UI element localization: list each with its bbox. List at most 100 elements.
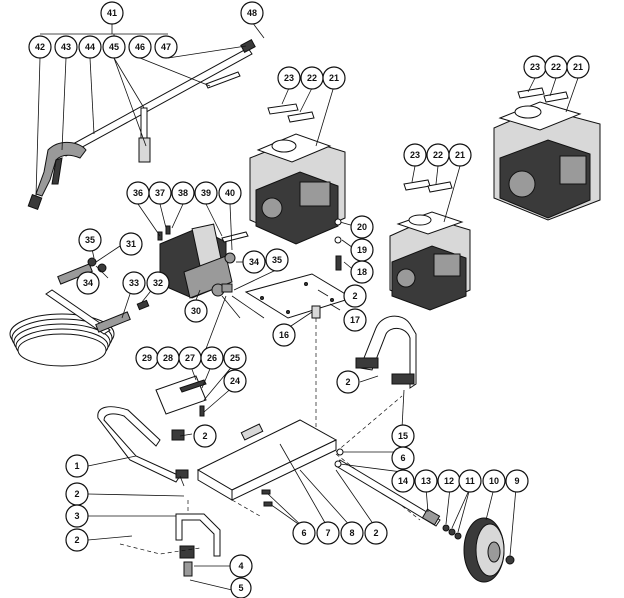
callout-34-a: 34 bbox=[242, 250, 266, 274]
callout-24: 24 bbox=[223, 369, 247, 393]
callout-42: 42 bbox=[28, 35, 52, 59]
callout-39: 39 bbox=[194, 181, 218, 205]
callout-13: 13 bbox=[414, 469, 438, 493]
svg-text:3: 3 bbox=[74, 511, 79, 521]
svg-text:29: 29 bbox=[142, 353, 152, 363]
svg-text:34: 34 bbox=[249, 257, 259, 267]
svg-text:30: 30 bbox=[191, 306, 201, 316]
callout-35-a: 35 bbox=[78, 228, 102, 252]
callout-23-right: 23 bbox=[523, 55, 547, 79]
callout-35-b: 35 bbox=[265, 248, 289, 272]
rear-handle bbox=[355, 315, 417, 389]
callout-37: 37 bbox=[148, 181, 172, 205]
svg-text:45: 45 bbox=[109, 42, 119, 52]
pump-assembly bbox=[157, 223, 249, 299]
svg-text:48: 48 bbox=[247, 8, 257, 18]
callout-11: 11 bbox=[458, 469, 482, 493]
svg-text:1: 1 bbox=[74, 461, 79, 471]
svg-text:18: 18 bbox=[357, 267, 367, 277]
svg-text:31: 31 bbox=[126, 239, 136, 249]
svg-text:5: 5 bbox=[238, 583, 243, 593]
svg-text:2: 2 bbox=[352, 291, 357, 301]
callout-23-main: 23 bbox=[277, 66, 301, 90]
callout-44: 44 bbox=[78, 35, 102, 59]
svg-text:35: 35 bbox=[85, 235, 95, 245]
svg-text:21: 21 bbox=[573, 62, 583, 72]
svg-text:2: 2 bbox=[373, 528, 378, 538]
callout-2-bracket-b: 2 bbox=[65, 528, 89, 552]
callout-28: 28 bbox=[156, 346, 180, 370]
svg-text:21: 21 bbox=[455, 150, 465, 160]
callout-2-bracket-a: 2 bbox=[65, 482, 89, 506]
svg-text:9: 9 bbox=[514, 476, 519, 486]
callout-27: 27 bbox=[178, 346, 202, 370]
spray-wand-assembly bbox=[27, 24, 256, 210]
svg-text:13: 13 bbox=[421, 476, 431, 486]
callout-17: 17 bbox=[343, 308, 367, 332]
callout-6-right: 6 bbox=[391, 446, 415, 470]
svg-text:47: 47 bbox=[161, 42, 171, 52]
callout-1: 1 bbox=[65, 454, 89, 478]
high-pressure-hose bbox=[9, 257, 150, 367]
callout-5: 5 bbox=[230, 577, 252, 598]
svg-text:22: 22 bbox=[551, 62, 561, 72]
callout-43: 43 bbox=[54, 35, 78, 59]
callout-48: 48 bbox=[240, 1, 264, 25]
svg-text:17: 17 bbox=[350, 315, 360, 325]
svg-text:20: 20 bbox=[357, 222, 367, 232]
svg-text:32: 32 bbox=[153, 278, 163, 288]
hose-clip bbox=[155, 375, 207, 417]
svg-text:37: 37 bbox=[155, 188, 165, 198]
frame-base bbox=[196, 419, 338, 501]
callout-46: 46 bbox=[128, 35, 152, 59]
callout-22-mid: 22 bbox=[426, 143, 450, 167]
svg-text:4: 4 bbox=[238, 561, 243, 571]
callout-41: 41 bbox=[100, 1, 124, 25]
svg-text:33: 33 bbox=[129, 278, 139, 288]
callout-22-right: 22 bbox=[544, 55, 568, 79]
callout-3: 3 bbox=[65, 504, 89, 528]
svg-text:28: 28 bbox=[163, 353, 173, 363]
callout-2-plate: 2 bbox=[343, 284, 367, 308]
svg-text:43: 43 bbox=[61, 42, 71, 52]
callout-29: 29 bbox=[135, 346, 159, 370]
svg-text:40: 40 bbox=[225, 188, 235, 198]
svg-text:35: 35 bbox=[272, 255, 282, 265]
svg-text:22: 22 bbox=[307, 73, 317, 83]
callout-21-main: 21 bbox=[322, 66, 346, 90]
callout-33: 33 bbox=[122, 271, 146, 295]
svg-text:44: 44 bbox=[85, 42, 95, 52]
svg-text:26: 26 bbox=[207, 353, 217, 363]
svg-text:16: 16 bbox=[279, 330, 289, 340]
callout-21-mid: 21 bbox=[448, 143, 472, 167]
svg-text:6: 6 bbox=[301, 528, 306, 538]
callout-2-handle: 2 bbox=[336, 370, 360, 394]
callout-21-right: 21 bbox=[566, 55, 590, 79]
svg-text:8: 8 bbox=[349, 528, 354, 538]
callout-25: 25 bbox=[223, 346, 247, 370]
svg-text:19: 19 bbox=[357, 245, 367, 255]
foot-bracket bbox=[175, 513, 221, 577]
axle-and-wheel bbox=[335, 459, 515, 583]
callout-10: 10 bbox=[482, 469, 506, 493]
svg-text:46: 46 bbox=[135, 42, 145, 52]
svg-text:25: 25 bbox=[230, 353, 240, 363]
callout-32: 32 bbox=[146, 271, 170, 295]
callout-31: 31 bbox=[119, 232, 143, 256]
callout-20: 20 bbox=[350, 215, 374, 239]
callout-47: 47 bbox=[154, 35, 178, 59]
callout-6-left: 6 bbox=[292, 521, 316, 545]
svg-text:2: 2 bbox=[345, 377, 350, 387]
callout-18: 18 bbox=[350, 260, 374, 284]
svg-text:22: 22 bbox=[433, 150, 443, 160]
callout-40: 40 bbox=[218, 181, 242, 205]
svg-text:12: 12 bbox=[444, 476, 454, 486]
svg-text:41: 41 bbox=[107, 8, 117, 18]
callout-36: 36 bbox=[126, 181, 150, 205]
callout-2-clip: 2 bbox=[193, 424, 217, 448]
svg-text:2: 2 bbox=[202, 431, 207, 441]
svg-text:21: 21 bbox=[329, 73, 339, 83]
callout-9: 9 bbox=[505, 469, 529, 493]
svg-text:38: 38 bbox=[178, 188, 188, 198]
